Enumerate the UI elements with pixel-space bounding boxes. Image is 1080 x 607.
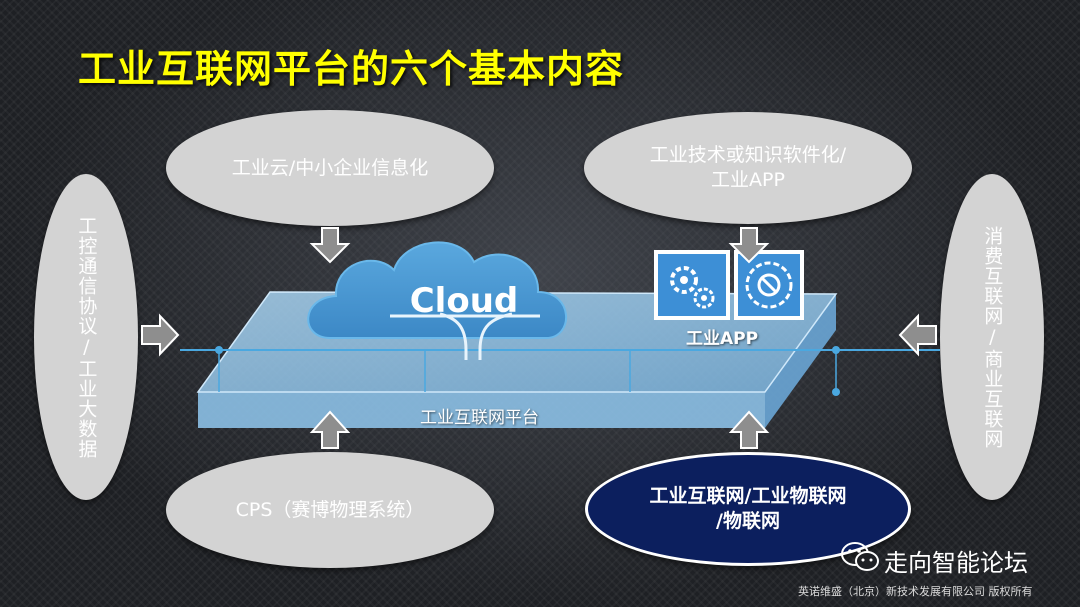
page-title: 工业互联网平台的六个基本内容	[78, 47, 625, 91]
wechat-icon	[841, 542, 879, 571]
node-industrial-iot: 工业互联网/工业物联网 /物联网	[585, 452, 911, 566]
node-consumer-internet: 消费互联网/商业互联网	[940, 174, 1044, 500]
arrow-up-right	[728, 410, 770, 449]
arrow-down-left	[309, 227, 351, 264]
node-industrial-iot-line2: /物联网	[716, 510, 780, 532]
node-knowledge-software-line1: 工业技术或知识软件化/	[649, 144, 847, 167]
arrow-right-left	[141, 313, 180, 357]
node-industrial-cloud: 工业云/中小企业信息化	[166, 110, 494, 226]
platform-front-face	[198, 392, 765, 428]
node-control-protocol-label: 工控通信协议/工业大数据	[75, 215, 98, 459]
node-cps-label: CPS（赛博物理系统）	[235, 498, 425, 521]
cloud-icon	[307, 241, 568, 360]
footer-brand: 走向智能论坛	[884, 549, 1028, 577]
node-consumer-internet-label: 消费互联网/商业互联网	[981, 225, 1004, 449]
node-industrial-cloud-label: 工业云/中小企业信息化	[231, 156, 429, 179]
tools-app-icon	[734, 250, 804, 320]
node-control-protocol: 工控通信协议/工业大数据	[34, 174, 138, 500]
platform-label: 工业互联网平台	[420, 408, 539, 428]
arrow-up-left	[309, 410, 351, 449]
node-knowledge-software-line2: 工业APP	[711, 169, 785, 191]
node-cps: CPS（赛博物理系统）	[166, 452, 494, 568]
arrow-left-right	[898, 313, 937, 357]
platform-side-face	[765, 294, 836, 428]
node-industrial-iot-line1: 工业互联网/工业物联网	[649, 485, 847, 508]
arrow-down-right	[728, 227, 770, 264]
node-knowledge-software: 工业技术或知识软件化/ 工业APP	[584, 112, 912, 224]
footer-copyright: 英诺维盛（北京）新技术发展有限公司 版权所有	[798, 585, 1033, 598]
cloud-label: Cloud	[410, 281, 519, 321]
app-label: 工业APP	[686, 329, 759, 349]
gear-app-icon	[654, 250, 730, 320]
